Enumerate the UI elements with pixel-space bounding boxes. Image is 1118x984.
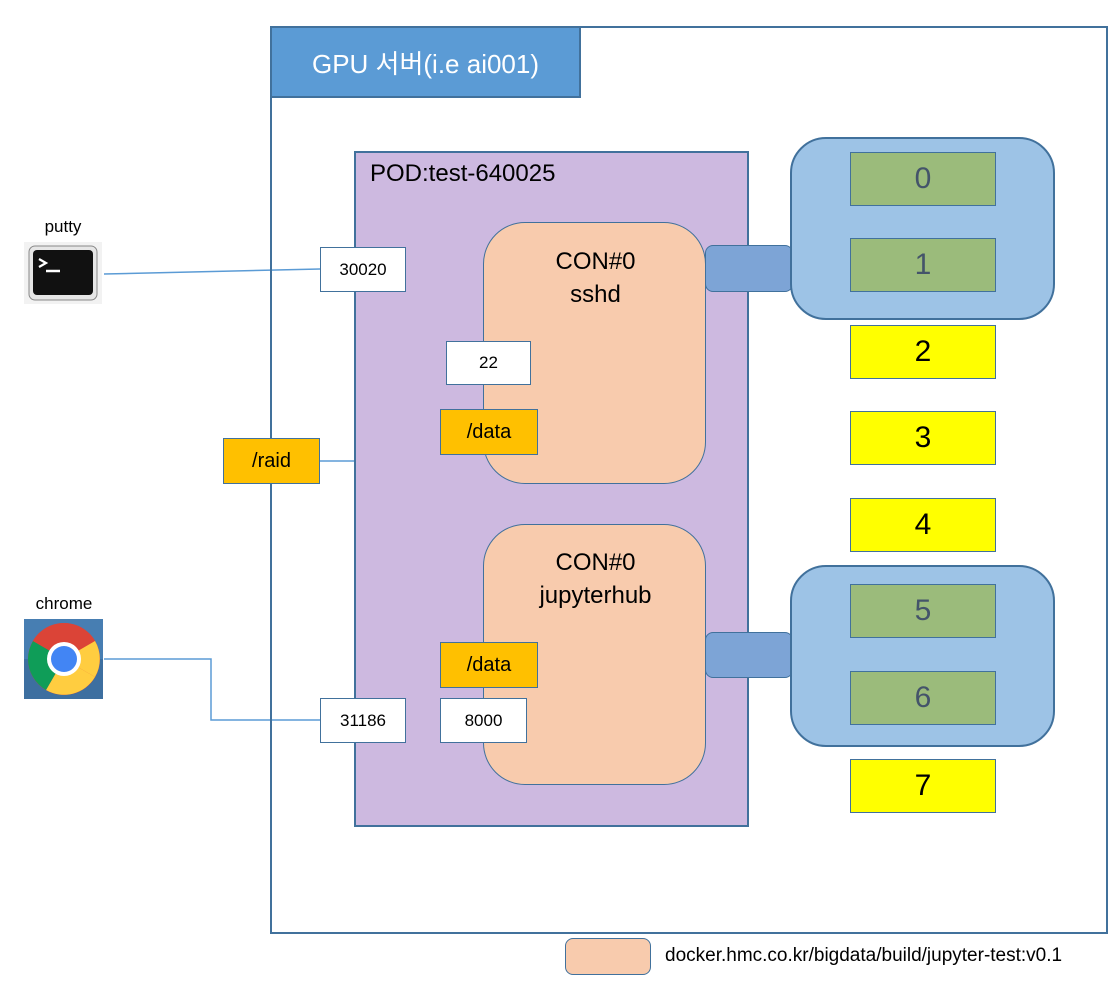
gpu-6: 6 [850, 671, 996, 725]
container-jupyterhub-name: CON#0 [555, 549, 636, 576]
container-port-ssh: 22 [446, 341, 531, 385]
host-volume-raid: /raid [223, 438, 320, 484]
gpu-connector-sshd [705, 245, 793, 292]
gpu-2: 2 [850, 325, 996, 379]
legend-swatch-image [565, 938, 651, 975]
container-port-jupyter: 8000 [440, 698, 527, 743]
chrome-label: chrome [35, 594, 93, 613]
putty-label: putty [44, 217, 82, 236]
gpu-connector-jupyter [705, 632, 793, 678]
container-jupyterhub-service: jupyterhub [539, 582, 652, 609]
gpu-4: 4 [850, 498, 996, 552]
chrome-icon [24, 619, 103, 699]
gpu-0: 0 [850, 152, 996, 206]
line-putty-to-nodeport [103, 268, 321, 275]
pod-label: POD:test-640025 [370, 160, 556, 187]
nodeport-ssh: 30020 [320, 247, 406, 292]
gpu-5: 5 [850, 584, 996, 638]
line-chrome-to-nodeport [104, 658, 320, 721]
gpu-3: 3 [850, 411, 996, 465]
container-sshd-name: CON#0 [555, 248, 636, 275]
gpu-1: 1 [850, 238, 996, 292]
server-title: GPU 서버(i.e ai001) [270, 26, 581, 98]
volume-mount-jupyter: /data [440, 642, 538, 688]
legend-text: docker.hmc.co.kr/bigdata/build/jupyter-t… [665, 945, 1063, 966]
nodeport-http: 31186 [320, 698, 406, 743]
container-sshd-service: sshd [570, 281, 621, 308]
terminal-icon [24, 242, 102, 304]
volume-mount-sshd: /data [440, 409, 538, 455]
gpu-7: 7 [850, 759, 996, 813]
